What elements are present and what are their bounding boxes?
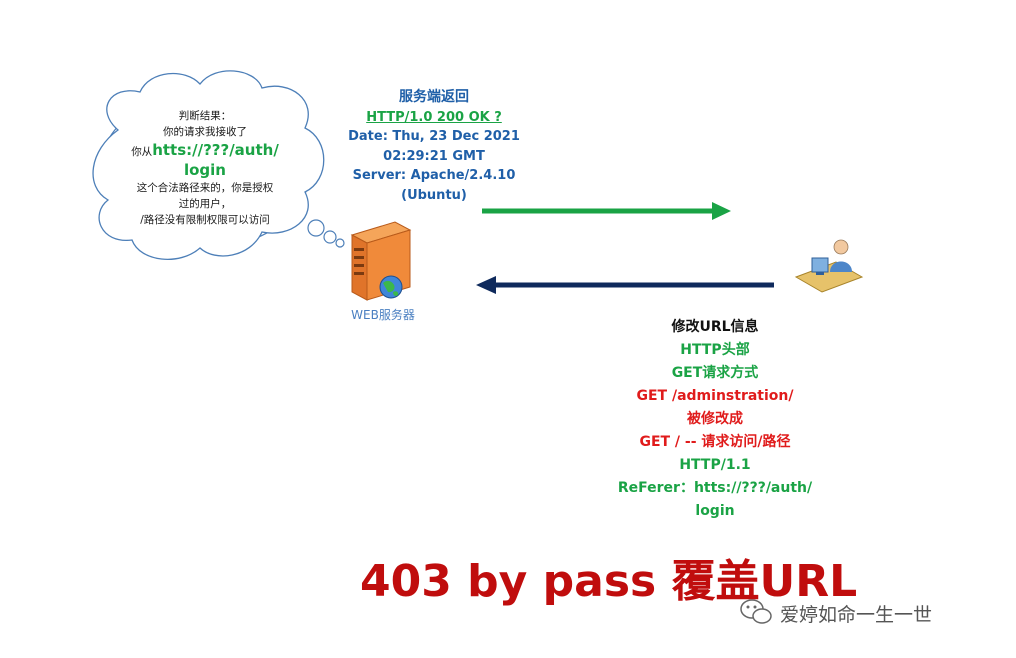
response-line: Date: Thu, 23 Dec 2021 <box>348 129 520 144</box>
response-line: (Ubuntu) <box>401 187 467 203</box>
wechat-icon <box>740 599 772 624</box>
cloud-judgement-text: 判断结果： 你的请求我接收了 你从htts://???/auth/ login … <box>112 108 298 228</box>
request-line: GET / -- 请求访问/路径 <box>639 434 791 450</box>
watermark-text: 爱婷如命一生一世 <box>780 604 933 626</box>
response-status: HTTP/1.0 200 OK ? <box>366 109 502 125</box>
cloud-url: htts://???/auth/ <box>152 141 279 159</box>
cloud-line: 这个合法路径来的，你是授权 <box>136 182 274 194</box>
cloud-line: 判断结果： <box>178 110 232 122</box>
server-response: 服务端返回 HTTP/1.0 200 OK ? Date: Thu, 23 De… <box>345 88 523 205</box>
request-title: 修改URL信息 <box>671 319 759 335</box>
request-line: GET /adminstration/ <box>636 388 794 404</box>
cloud-line: 你的请求我接收了 <box>163 126 247 138</box>
request-line: 被修改成 <box>687 411 743 427</box>
request-line: ReFerer：htts://???/auth/ <box>617 480 813 496</box>
cloud-url-tail: login <box>183 161 226 179</box>
response-line: Server: Apache/2.4.10 <box>352 168 516 183</box>
server-label: WEB服务器 <box>351 308 415 322</box>
response-line: 02:29:21 GMT <box>383 148 485 164</box>
headline: 403 by pass 覆盖URL <box>360 556 858 607</box>
request-line: GET请求方式 <box>671 365 759 381</box>
cloud-url-line: 你从htts://???/auth/ <box>112 140 298 160</box>
arrow-client-to-server <box>476 276 774 294</box>
request-line: HTTP头部 <box>680 342 750 358</box>
cloud-url-prefix: 你从 <box>131 146 153 158</box>
request-line: login <box>695 503 735 519</box>
cloud-line: /路径没有限制权限可以访问 <box>140 214 270 226</box>
thought-cloud <box>92 70 345 260</box>
globe-icon <box>379 275 403 299</box>
client-request: 修改URL信息 HTTP头部 GET请求方式 GET /adminstratio… <box>590 316 840 523</box>
server-icon <box>350 221 412 301</box>
cloud-line: 过的用户， <box>178 198 232 210</box>
request-line: HTTP/1.1 <box>679 457 751 473</box>
arrow-server-to-client <box>482 202 731 220</box>
user-at-computer-icon <box>794 239 864 293</box>
response-title: 服务端返回 <box>399 89 469 105</box>
